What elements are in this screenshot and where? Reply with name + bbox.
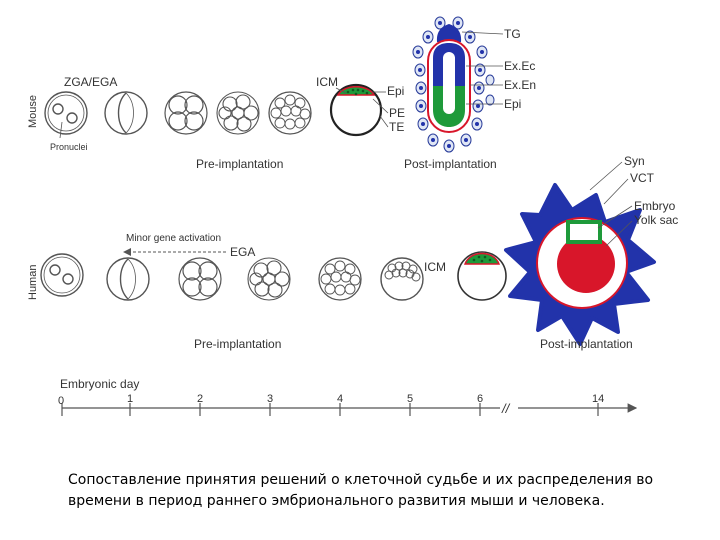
human-early-blastocyst (380, 257, 424, 301)
timeline-tick-4: 4 (337, 393, 343, 405)
human-four-cell (178, 257, 222, 301)
mouse-label: Mouse (27, 95, 39, 128)
mouse-two-cell (104, 91, 148, 135)
mouse-te-label: TE (389, 120, 404, 134)
mouse-blastocyst (329, 83, 383, 137)
human-implanted-embryo (504, 183, 656, 346)
vct-label: VCT (630, 171, 655, 185)
mouse-egg-cylinder (412, 16, 495, 153)
pronuclei-label: Pronuclei (50, 142, 88, 152)
human-eight-cell (247, 257, 291, 301)
mouse-post-implantation-label: Post-implantation (404, 157, 497, 171)
mouse-zygote (44, 91, 88, 139)
timeline-break: // (501, 401, 511, 416)
mouse-morula (268, 91, 312, 135)
human-pre-implantation-label: Pre-implantation (194, 337, 281, 351)
timeline-tick-2: 2 (197, 393, 203, 405)
mouse-eight-cell (216, 91, 260, 135)
timeline-tick-14: 14 (592, 393, 604, 405)
exec-label: Ex.Ec (504, 59, 535, 73)
human-post-implantation-label: Post-implantation (540, 337, 633, 351)
embryo-development-figure: Mouse ZGA/EGA Pronuclei (27, 16, 678, 416)
mouse-post-epi-label: Epi (504, 97, 521, 111)
timeline-tick-5: 5 (407, 393, 413, 405)
human-blastocyst (457, 251, 507, 301)
timeline-axis (61, 403, 638, 416)
human-icm-label: ICM (424, 260, 446, 274)
human-ega-label: EGA (230, 245, 255, 259)
mouse-icm-label: ICM (316, 75, 338, 89)
minor-gene-activation-label: Minor gene activation (126, 233, 221, 244)
tg-label: TG (504, 27, 521, 41)
figure-caption: Сопоставление принятия решений о клеточн… (68, 472, 654, 509)
timeline-tick-0: 0 (58, 395, 64, 407)
embryo-label: Embryo (634, 199, 676, 213)
mouse-pre-implantation-label: Pre-implantation (196, 157, 283, 171)
timeline-tick-6: 6 (477, 393, 483, 405)
mouse-epi-label: Epi (387, 84, 404, 98)
human-label: Human (27, 265, 39, 300)
syn-label: Syn (624, 154, 645, 168)
timeline-tick-1: 1 (127, 393, 133, 405)
mouse-four-cell (164, 91, 208, 135)
yolk-sac-label: Yolk sac (634, 213, 678, 227)
human-two-cell (106, 257, 150, 301)
human-zygote (40, 253, 84, 297)
mouse-pe-label: PE (389, 106, 405, 120)
timeline-title: Embryonic day (60, 377, 139, 391)
timeline-tick-3: 3 (267, 393, 273, 405)
exen-label: Ex.En (504, 78, 536, 92)
human-morula (318, 257, 362, 301)
mouse-zga-label: ZGA/EGA (64, 75, 117, 89)
